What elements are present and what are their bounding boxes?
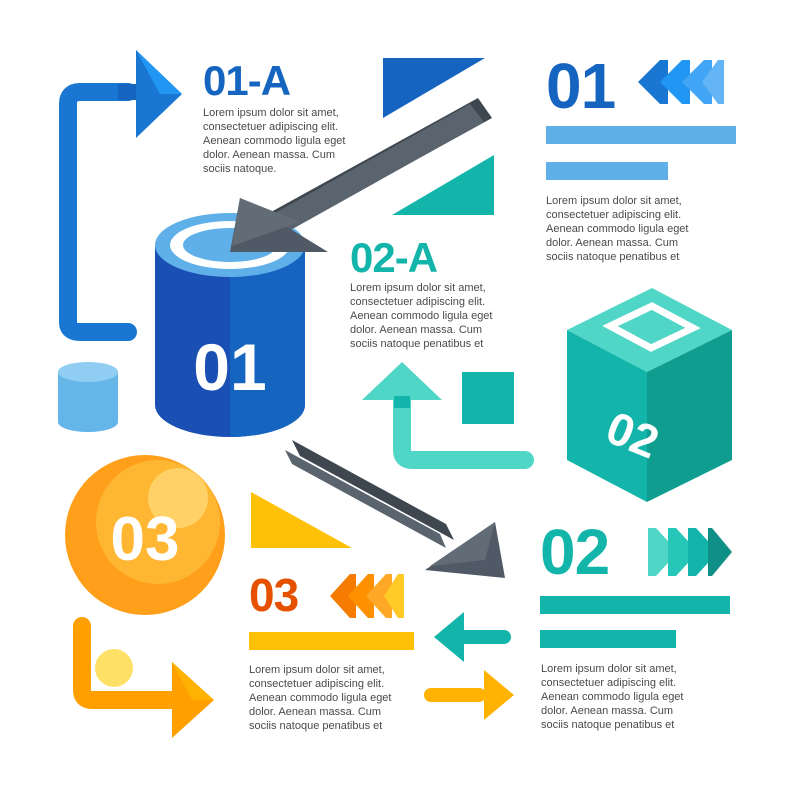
bar-01-short [546, 162, 668, 180]
bar-03 [249, 632, 414, 650]
teal-up-arrow-icon [362, 362, 534, 469]
teal-triangle-icon [392, 155, 494, 215]
text-02a: Lorem ipsum dolor sit amet, consectetuer… [350, 282, 493, 350]
text-03: Lorem ipsum dolor sit amet, consectetuer… [249, 664, 392, 732]
yellow-bracket-arrow-icon [73, 617, 214, 738]
heading-03: 03 [249, 569, 299, 621]
yellow-right-arrow-icon [424, 670, 514, 720]
sphere-label: 03 [111, 505, 180, 574]
cube-icon: 02 [567, 288, 732, 502]
blue-triangle-icon [383, 58, 485, 118]
gray-arrow-2-icon [285, 440, 505, 578]
teal-left-arrow-icon [434, 612, 511, 662]
yellow-triangle-icon [251, 492, 352, 548]
heading-02: 02 [540, 516, 610, 588]
text-01: Lorem ipsum dolor sit amet, consectetuer… [546, 195, 689, 263]
heading-02a: 02-A [350, 234, 438, 281]
teal-square-icon [462, 372, 514, 424]
chevron-arrows-icon [638, 60, 724, 104]
bar-02-long [540, 596, 730, 614]
sphere-icon: 03 [65, 455, 225, 615]
bar-02-short [540, 630, 676, 648]
chevron-arrows-orange-icon [330, 574, 404, 618]
cylinder-icon: 01 [155, 213, 305, 437]
small-cylinder-icon [58, 362, 118, 432]
gray-arrow-icon [230, 98, 492, 252]
blue-bracket-arrow-icon [59, 50, 182, 341]
cylinder-label: 01 [193, 330, 266, 404]
bar-01-long [546, 126, 736, 144]
text-02: Lorem ipsum dolor sit amet, consectetuer… [541, 663, 684, 731]
heading-01: 01 [546, 50, 616, 122]
text-01a: Lorem ipsum dolor sit amet, consectetuer… [203, 107, 346, 175]
chevron-arrows-teal-icon [648, 528, 732, 576]
heading-01a: 01-A [203, 57, 291, 104]
